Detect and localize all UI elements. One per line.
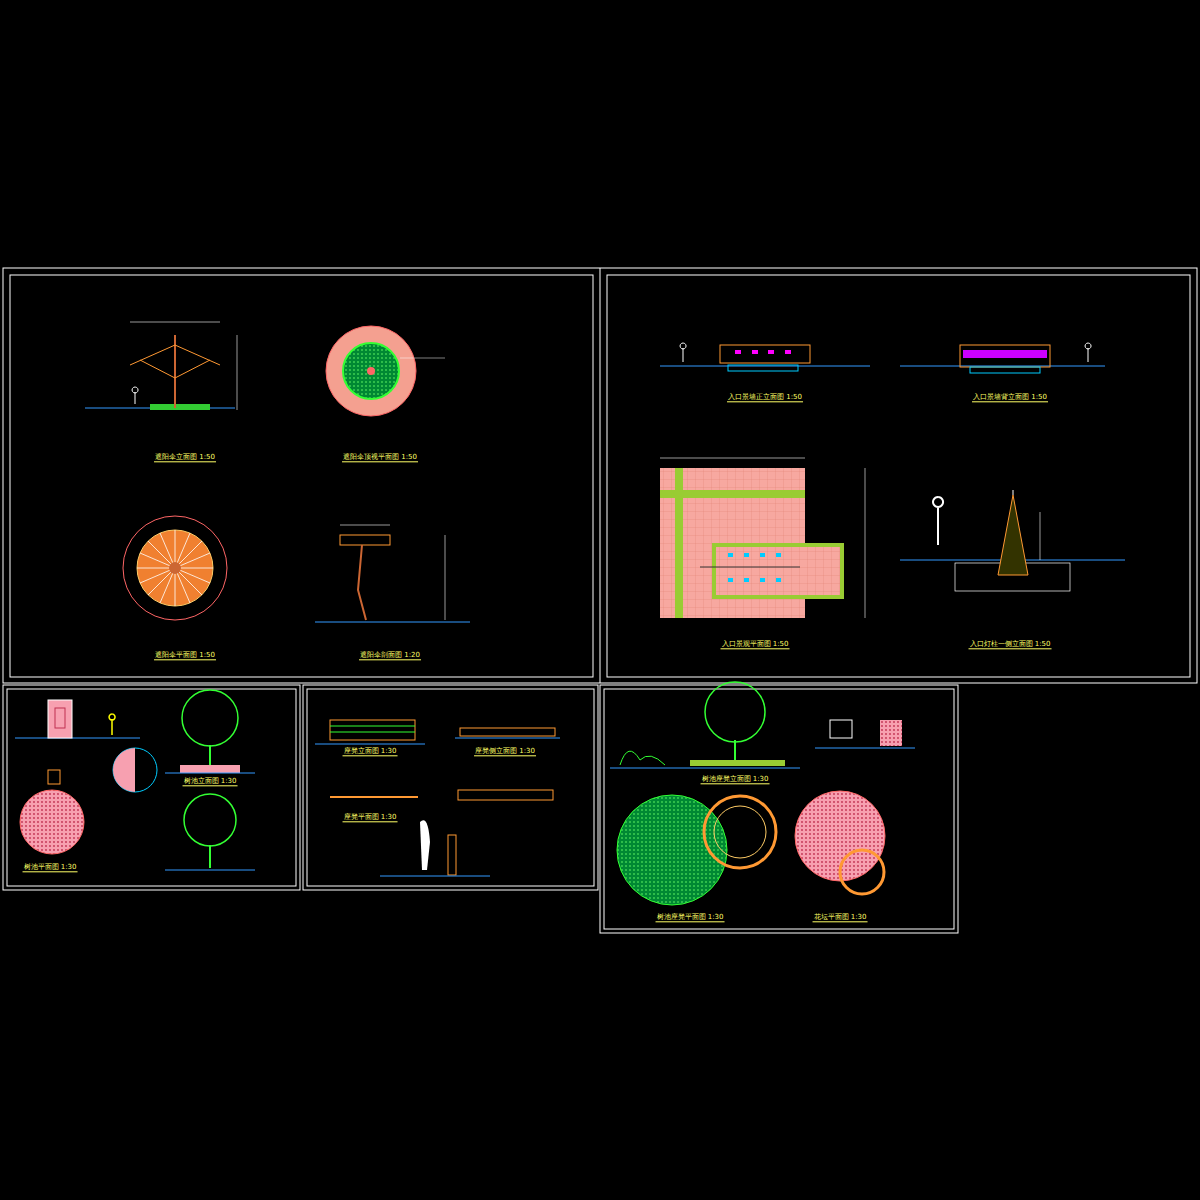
drawing-title: 入口景观平面图 1:50: [721, 640, 790, 649]
drawing-title: 入口灯柱一侧立面图 1:50: [969, 640, 1052, 649]
bench-details: [315, 720, 560, 876]
drawing-title: 花坛平面图 1:30: [813, 913, 868, 922]
drawing-title: 树池座凳平面图 1:30: [656, 913, 725, 922]
umbrella-section: [315, 525, 470, 622]
drawing-title: 座凳平面图 1:30: [343, 813, 398, 822]
lamp-side-elevation: [900, 490, 1125, 591]
entrance-plan: [660, 458, 865, 618]
drawing-title: 树池座凳立面图 1:30: [701, 775, 770, 784]
drawing-title: 遮阳伞平面图 1:50: [154, 651, 216, 660]
wall-back-elevation: [900, 343, 1105, 373]
umbrella-elevation: [85, 322, 237, 410]
drawing-title: 座凳立面图 1:30: [343, 747, 398, 756]
drawing-title: 入口景墙背立面图 1:50: [972, 393, 1048, 402]
tree-planter-details: [610, 682, 915, 905]
umbrella-top-plan: [326, 326, 445, 416]
drawing-title: 树池平面图 1:30: [23, 863, 78, 872]
drawing-title: 座凳侧立面图 1:30: [474, 747, 536, 756]
drawing-title: 遮阳伞顶视平面图 1:50: [342, 453, 418, 462]
umbrella-plan-wheel: [123, 516, 227, 620]
drawing-title: 树池立面图 1:30: [183, 777, 238, 786]
drawing-title: 遮阳伞剖面图 1:20: [359, 651, 421, 660]
sheet-frames: [3, 268, 1197, 933]
drawing-title: 入口景墙正立面图 1:50: [727, 393, 803, 402]
planter-details: [15, 690, 255, 870]
drawing-title: 遮阳伞立面图 1:50: [154, 453, 216, 462]
wall-front-elevation: [660, 343, 870, 371]
